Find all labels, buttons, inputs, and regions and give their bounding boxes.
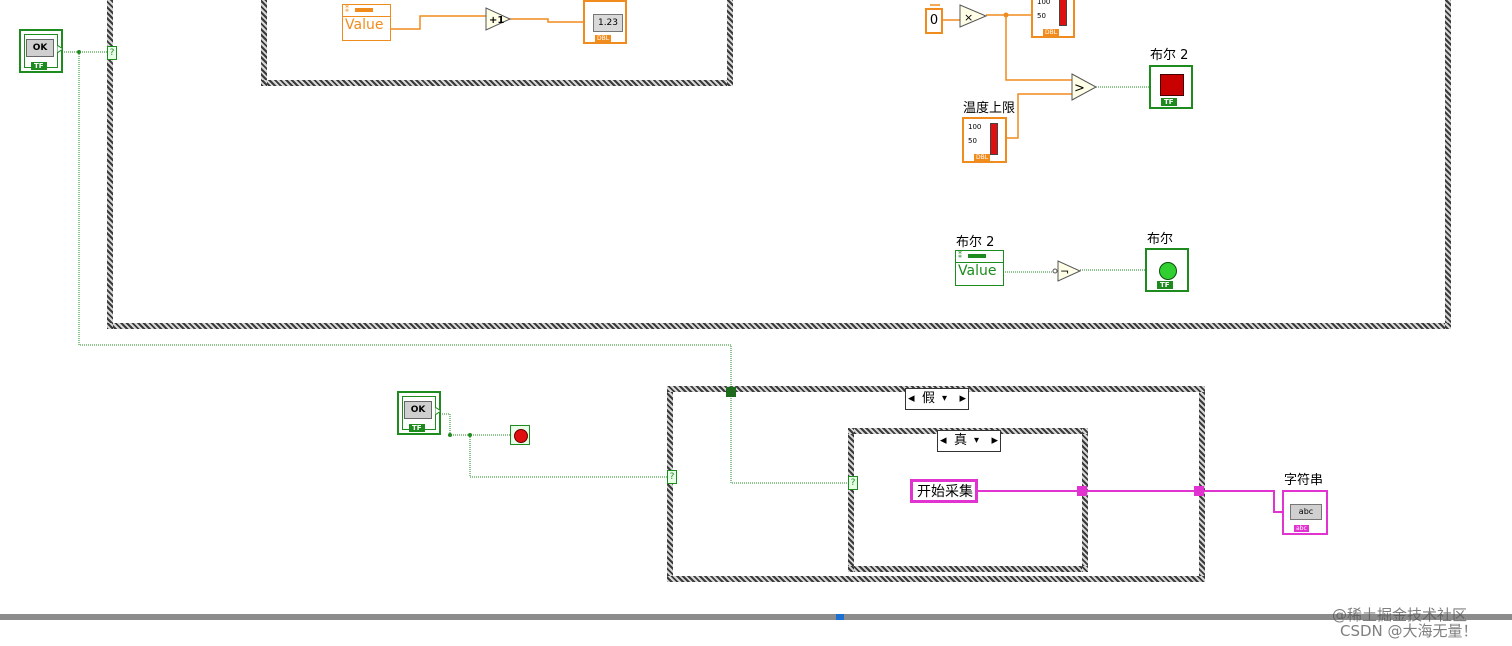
scale-100-limit: 100 xyxy=(968,123,982,131)
abc-display: abc xyxy=(1290,504,1322,520)
numeric-display-value: 1.23 xyxy=(593,14,623,32)
label-bool2-bottom: 布尔 2 xyxy=(956,235,995,250)
numeric-constant-zero[interactable]: 0 xyxy=(925,8,943,34)
case-selector-terminal-outer: ? xyxy=(667,470,677,484)
dbl-badge-2: DBL xyxy=(1043,29,1060,36)
ok-button-text-2: OK xyxy=(404,401,432,419)
label-temp-upper: 温度上限 xyxy=(963,101,1016,116)
watermark-line-2: CSDN @大海无量！ xyxy=(1340,622,1478,640)
not-text: ¬ xyxy=(1060,265,1069,278)
bool-indicator-square[interactable]: TF xyxy=(1149,65,1193,109)
wire-ok2-to-stop xyxy=(440,413,510,436)
tf-badge: TF xyxy=(31,62,47,70)
ok-button-text: OK xyxy=(26,39,54,57)
stop-terminal[interactable] xyxy=(510,425,530,445)
scale-50-limit: 50 xyxy=(968,137,977,145)
tf-badge-2: TF xyxy=(409,424,425,432)
wire-limit-to-greater xyxy=(1007,93,1072,139)
loop-iteration-terminal: ? xyxy=(107,46,117,60)
tunnel-case-green xyxy=(726,387,736,397)
dbl-badge-3: DBL xyxy=(974,154,991,161)
tf-badge-4: TF xyxy=(1157,281,1173,289)
wire-junction-orange xyxy=(1003,12,1009,18)
wire-junction-green-2 xyxy=(468,433,472,437)
value-property-node-bool2[interactable]: ⁑ Value xyxy=(955,250,1004,286)
case-selector-terminal-inner: ? xyxy=(848,476,858,490)
increment-text: +1 xyxy=(489,15,504,26)
thermometer-control-temp-upper[interactable]: 100 50 DBL xyxy=(962,117,1007,163)
horizontal-scrollbar[interactable] xyxy=(0,614,1512,620)
ok-button-terminal-2[interactable]: OK TF xyxy=(397,391,441,435)
value-label-top: Value xyxy=(345,17,384,33)
wire-ok-to-case xyxy=(78,52,732,392)
label-bool-out: 布尔 xyxy=(1147,232,1174,247)
case-selector-outer-value: 假 xyxy=(922,391,936,406)
tf-badge-3: TF xyxy=(1161,98,1177,106)
scrollbar-thumb[interactable] xyxy=(836,614,844,620)
case-selector-inner[interactable]: ◂ 真 ▾ ▸ xyxy=(937,430,1001,452)
wire-value-to-inc xyxy=(390,15,486,30)
case-selector-inner-value: 真 xyxy=(954,433,968,448)
string-indicator[interactable]: abc abc xyxy=(1282,490,1328,535)
scale-50-top: 50 xyxy=(1037,12,1046,20)
not-node: ¬ xyxy=(1052,260,1082,282)
greater-text: > xyxy=(1074,81,1085,96)
wire-case-inner xyxy=(730,392,851,484)
greater-node: > xyxy=(1071,73,1098,101)
label-string-out: 字符串 xyxy=(1284,473,1324,488)
multiply-text: × xyxy=(964,11,973,24)
ok-button-terminal-1[interactable]: OK TF xyxy=(19,29,63,73)
multiply-node: × xyxy=(959,4,988,28)
numeric-indicator-top[interactable]: 1.23 DBL xyxy=(583,0,627,44)
dbl-badge-1: DBL xyxy=(595,35,612,42)
thermometer-indicator-top[interactable]: 100 50 DBL xyxy=(1031,0,1075,38)
value-property-node-top[interactable]: ⁑ Value xyxy=(342,4,391,41)
wire-ok2-to-selector xyxy=(469,435,670,478)
wire-mult-to-greater xyxy=(1005,15,1072,81)
watermark-line-1: @稀土掘金技术社区 xyxy=(1332,606,1468,624)
bool-indicator-led[interactable]: TF xyxy=(1145,248,1189,292)
case-selector-outer[interactable]: ◂ 假 ▾ ▸ xyxy=(905,388,969,410)
increment-node: +1 xyxy=(485,7,512,31)
wire-inc-to-display xyxy=(510,18,585,23)
value-label-bool2: Value xyxy=(958,263,997,279)
wire-junction-green-3 xyxy=(448,433,452,437)
wire-junction-green-1 xyxy=(77,50,81,54)
wire-string xyxy=(978,490,1286,513)
scale-100-top: 100 xyxy=(1037,0,1051,6)
abc-badge: abc xyxy=(1294,525,1309,532)
string-constant[interactable]: 开始采集 xyxy=(910,479,978,503)
tunnel-outer-pink xyxy=(1194,486,1204,496)
tunnel-inner-pink xyxy=(1077,486,1087,496)
label-bool2-top: 布尔 2 xyxy=(1150,48,1189,63)
